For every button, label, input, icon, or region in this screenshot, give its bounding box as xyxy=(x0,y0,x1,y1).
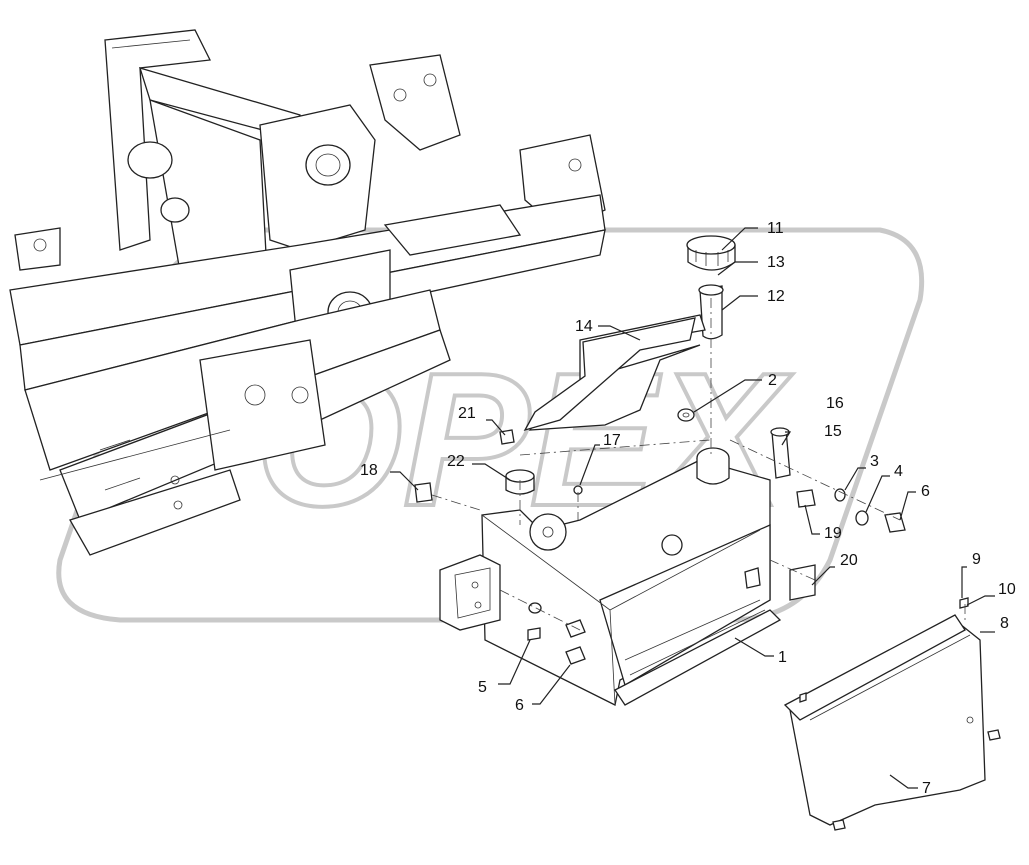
callout-18: 18 xyxy=(360,462,378,479)
callout-16: 16 xyxy=(826,395,844,412)
callout-10: 10 xyxy=(998,581,1016,598)
leader-lines xyxy=(390,227,995,789)
side-guard xyxy=(783,597,1001,831)
callout-17: 17 xyxy=(603,432,621,449)
callout-3: 3 xyxy=(870,453,879,470)
callout-13: 13 xyxy=(767,254,785,271)
callout-19: 19 xyxy=(824,525,842,542)
callout-2: 2 xyxy=(768,372,777,389)
callout-7: 7 xyxy=(922,780,931,797)
callout-11: 11 xyxy=(767,220,784,237)
callout-15: 15 xyxy=(824,423,842,440)
bushing xyxy=(677,408,695,422)
callout-9: 9 xyxy=(972,551,981,568)
callout-6-bolt-left: 6 xyxy=(515,697,524,714)
callout-8: 8 xyxy=(1000,615,1009,632)
callout-14: 14 xyxy=(575,318,593,335)
assembly-lines xyxy=(431,298,966,631)
filler-neck xyxy=(696,284,730,485)
callout-1: 1 xyxy=(778,649,787,666)
callout-22: 22 xyxy=(447,453,465,470)
callout-21: 21 xyxy=(458,405,476,422)
machine-frame xyxy=(9,29,606,556)
insulation-pad xyxy=(523,314,706,432)
callout-12: 12 xyxy=(767,288,785,305)
callout-5: 5 xyxy=(478,679,487,696)
callout-6-bolt-right: 6 xyxy=(921,483,930,500)
callout-4: 4 xyxy=(894,463,903,480)
fuel-cap xyxy=(686,235,736,271)
fuel-tank xyxy=(439,459,782,706)
callout-labels: 11 13 12 14 2 16 15 3 4 6 19 20 21 17 22… xyxy=(360,220,1016,797)
callout-20: 20 xyxy=(840,552,858,569)
